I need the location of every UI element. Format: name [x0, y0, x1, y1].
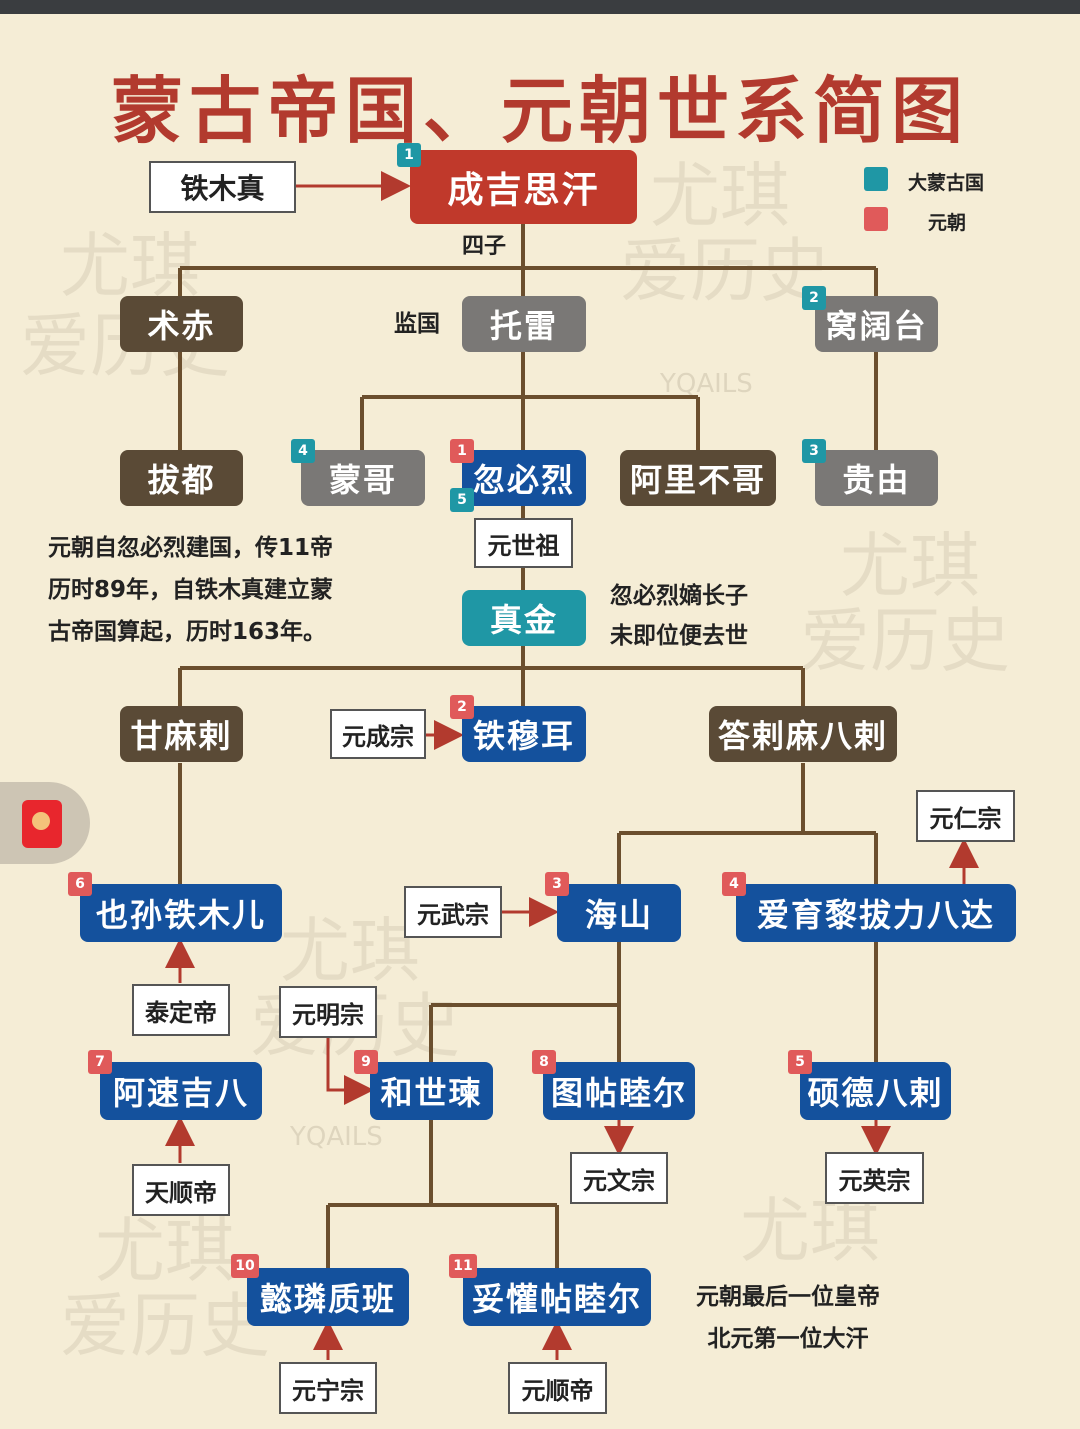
- node-tutiemuer: 图帖睦尔: [543, 1062, 695, 1120]
- watermark-text: 爱历史: [620, 230, 830, 312]
- watermark-latin: YQAILS: [659, 369, 753, 399]
- note-summary: 元朝自忽必烈建国，传11帝 历时89年，自铁木真建立蒙 古帝国算起，历时163年…: [48, 527, 333, 653]
- watermark-text: 尤琪: [280, 910, 420, 992]
- label-yuanshundi: 元顺帝: [508, 1362, 607, 1414]
- watermark-text: 爱历史: [800, 600, 1010, 682]
- watermark-text: 爱历史: [60, 1285, 270, 1367]
- legend-swatch-mongol: [864, 167, 888, 191]
- node-zhuchi: 术赤: [120, 296, 243, 352]
- badge-yuan-order: 11: [449, 1254, 477, 1278]
- badge-mongol-order: 2: [802, 286, 826, 310]
- label-yuanrenzong: 元仁宗: [916, 790, 1015, 842]
- badge-yuan-order: 8: [532, 1050, 556, 1074]
- note-summary-line: 古帝国算起，历时163年。: [48, 619, 327, 645]
- node-mengge: 蒙哥: [301, 450, 425, 506]
- node-shuodebala: 硕德八剌: [800, 1062, 951, 1120]
- page-title: 蒙古帝国、元朝世系简图: [110, 68, 969, 153]
- legend-label-yuan: 元朝: [928, 212, 967, 234]
- label-yuanshizu: 元世祖: [474, 518, 573, 568]
- watermark-text: 尤琪: [95, 1210, 235, 1292]
- envelope-seal-icon: [32, 812, 50, 830]
- node-haishan: 海山: [557, 884, 681, 942]
- note-summary-line: 历时89年，自铁木真建立蒙: [48, 577, 334, 603]
- badge-yuan-order: 6: [68, 872, 92, 896]
- label-yuanwenzong: 元文宗: [570, 1152, 668, 1204]
- node-tuolei: 托雷: [462, 296, 586, 352]
- top-status-bar: [0, 0, 1080, 14]
- note-last-emperor: 元朝最后一位皇帝 北元第一位大汗: [682, 1276, 894, 1360]
- note-zhenjin-line: 忽必烈嫡长子: [610, 583, 748, 609]
- badge-yuan-order: 5: [788, 1050, 812, 1074]
- node-hubilie: 忽必烈: [462, 450, 586, 506]
- label-tianshundi: 天顺帝: [132, 1164, 230, 1216]
- node-alibuge: 阿里不哥: [620, 450, 776, 506]
- node-tuohuantiemuer: 妥懽帖睦尔: [463, 1268, 651, 1326]
- note-zhenjin-line: 未即位便去世: [610, 623, 748, 649]
- note-summary-line: 元朝自忽必烈建国，传11帝: [48, 535, 334, 561]
- badge-yuan-order: 1: [450, 439, 474, 463]
- badge-yuan-order: 2: [450, 695, 474, 719]
- label-taidingdi: 泰定帝: [132, 984, 230, 1036]
- badge-mongol-order: 5: [450, 488, 474, 512]
- node-badu: 拔都: [120, 450, 243, 506]
- badge-mongol-order: 4: [291, 439, 315, 463]
- watermark-latin: YQAILS: [289, 1122, 383, 1152]
- watermark-text: 尤琪: [650, 155, 790, 237]
- node-dalamabala: 答剌麻八剌: [709, 706, 897, 762]
- label-yuanningzong: 元宁宗: [279, 1362, 377, 1414]
- node-wokuotai: 窝阔台: [815, 296, 938, 352]
- badge-mongol-order: 1: [397, 143, 421, 167]
- badge-yuan-order: 3: [545, 872, 569, 896]
- legend-label-mongol: 大蒙古国: [908, 172, 985, 194]
- node-aiyulibalibada: 爱育黎拔力八达: [736, 884, 1016, 942]
- badge-yuan-order: 9: [354, 1050, 378, 1074]
- label-yuanmingzong: 元明宗: [279, 986, 377, 1038]
- badge-yuan-order: 4: [722, 872, 746, 896]
- note-zhenjin: 忽必烈嫡长子 未即位便去世: [610, 576, 748, 656]
- note-last-line: 北元第一位大汗: [707, 1326, 869, 1352]
- node-zhenjin: 真金: [462, 590, 586, 646]
- node-heshila: 和世瑓: [370, 1062, 493, 1120]
- node-guiyou: 贵由: [815, 450, 938, 506]
- node-tiemuer: 铁穆耳: [462, 706, 586, 762]
- watermark-text: 尤琪: [840, 525, 980, 607]
- node-yesuntiemuer: 也孙铁木儿: [80, 884, 282, 942]
- badge-yuan-order: 10: [231, 1254, 259, 1278]
- note-regent: 监国: [394, 311, 440, 337]
- note-four-sons: 四子: [462, 234, 507, 259]
- label-tiemuzhen: 铁木真: [149, 161, 296, 213]
- badge-mongol-order: 3: [802, 439, 826, 463]
- label-yuanwuzong: 元武宗: [404, 886, 502, 938]
- node-ganmala: 甘麻剌: [120, 706, 243, 762]
- note-last-line: 元朝最后一位皇帝: [696, 1284, 880, 1310]
- node-chengjisihan: 成吉思汗: [410, 150, 637, 224]
- node-asujiba: 阿速吉八: [100, 1062, 262, 1120]
- legend-swatch-yuan: [864, 207, 888, 231]
- label-yuanyingzong: 元英宗: [825, 1152, 924, 1204]
- node-yilinzhiban: 懿璘质班: [247, 1268, 409, 1326]
- watermark-text: 尤琪: [60, 225, 200, 307]
- badge-yuan-order: 7: [88, 1050, 112, 1074]
- label-yuanchengzong: 元成宗: [330, 709, 426, 759]
